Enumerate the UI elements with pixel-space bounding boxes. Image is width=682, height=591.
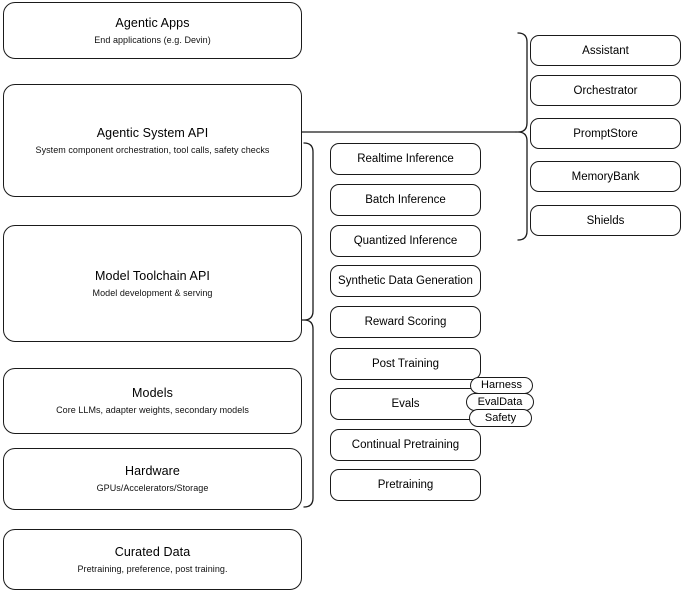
toolchain-component-post-training[interactable]: Post Training bbox=[330, 348, 481, 380]
layer-title: Agentic System API bbox=[96, 125, 209, 140]
stack-layer-curated-data[interactable]: Curated Data Pretraining, preference, po… bbox=[3, 529, 302, 590]
eval-subcomponent-evaldata[interactable]: EvalData bbox=[466, 393, 534, 411]
eval-subcomponent-harness[interactable]: Harness bbox=[470, 377, 533, 394]
toolchain-component-realtime-inference[interactable]: Realtime Inference bbox=[330, 143, 481, 175]
layer-subtitle: Pretraining, preference, post training. bbox=[77, 563, 228, 574]
stack-layer-hardware[interactable]: Hardware GPUs/Accelerators/Storage bbox=[3, 448, 302, 510]
layer-title: Curated Data bbox=[114, 544, 191, 559]
toolchain-component-pretraining[interactable]: Pretraining bbox=[330, 469, 481, 501]
stack-layer-agentic-system-api[interactable]: Agentic System API System component orch… bbox=[3, 84, 302, 197]
stack-layer-agentic-apps[interactable]: Agentic Apps End applications (e.g. Devi… bbox=[3, 2, 302, 59]
layer-title: Model Toolchain API bbox=[95, 268, 210, 283]
toolchain-brace-path bbox=[301, 142, 314, 508]
layer-title: Agentic Apps bbox=[115, 15, 190, 30]
layer-subtitle: System component orchestration, tool cal… bbox=[35, 144, 270, 155]
toolchain-component-quantized-inference[interactable]: Quantized Inference bbox=[330, 225, 481, 257]
layer-subtitle: Core LLMs, adapter weights, secondary mo… bbox=[56, 405, 249, 415]
toolchain-component-reward-scoring[interactable]: Reward Scoring bbox=[330, 306, 481, 338]
system-component-memorybank[interactable]: MemoryBank bbox=[530, 161, 681, 192]
layer-title: Hardware bbox=[125, 464, 180, 478]
layer-subtitle: End applications (e.g. Devin) bbox=[94, 34, 211, 45]
stack-layer-models[interactable]: Models Core LLMs, adapter weights, secon… bbox=[3, 368, 302, 434]
system-components-brace-path bbox=[515, 32, 528, 241]
system-component-promptstore[interactable]: PromptStore bbox=[530, 118, 681, 149]
layer-title: Models bbox=[132, 386, 173, 400]
eval-subcomponent-safety[interactable]: Safety bbox=[469, 409, 532, 427]
stack-layer-model-toolchain-api[interactable]: Model Toolchain API Model development & … bbox=[3, 225, 302, 342]
toolchain-component-continual-pretraining[interactable]: Continual Pretraining bbox=[330, 429, 481, 461]
toolchain-component-evals[interactable]: Evals bbox=[330, 388, 481, 420]
system-component-assistant[interactable]: Assistant bbox=[530, 35, 681, 66]
system-component-orchestrator[interactable]: Orchestrator bbox=[530, 75, 681, 106]
layer-subtitle: GPUs/Accelerators/Storage bbox=[96, 483, 209, 493]
layer-subtitle: Model development & serving bbox=[92, 287, 213, 298]
toolchain-component-synthetic-data-generation[interactable]: Synthetic Data Generation bbox=[330, 265, 481, 297]
toolchain-component-batch-inference[interactable]: Batch Inference bbox=[330, 184, 481, 216]
system-component-shields[interactable]: Shields bbox=[530, 205, 681, 236]
